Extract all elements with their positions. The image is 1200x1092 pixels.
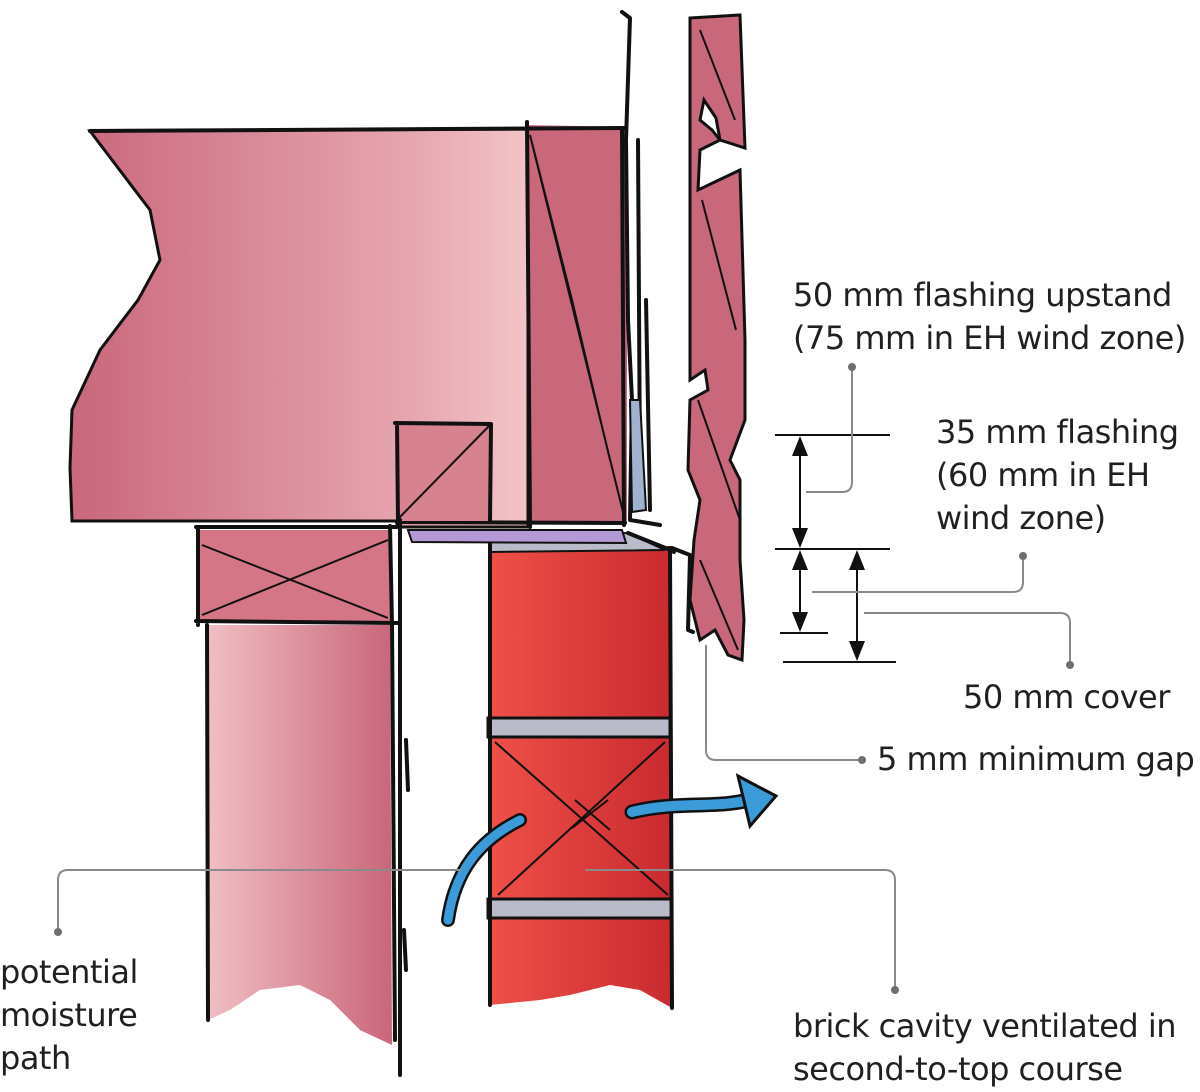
label-line: second-to-top course — [793, 1050, 1123, 1088]
label-line: (75 mm in EH wind zone) — [793, 319, 1186, 357]
label-line: 35 mm flashing — [936, 413, 1179, 451]
label-gap: 5 mm minimum gap — [877, 738, 1195, 781]
label-line: 5 mm minimum gap — [877, 740, 1195, 778]
label-line: wind zone) — [936, 499, 1106, 537]
label-line: path — [0, 1039, 71, 1077]
label-line: moisture — [0, 996, 138, 1034]
dimension-markers — [775, 434, 896, 663]
label-line: brick cavity ventilated in — [793, 1007, 1177, 1045]
weatherboard-cladding — [686, 13, 747, 663]
label-line: (60 mm in EH — [936, 456, 1150, 494]
wall-stud — [207, 625, 392, 1045]
label-line: 50 mm flashing upstand — [793, 276, 1172, 314]
label-flashing-upstand: 50 mm flashing upstand (75 mm in EH wind… — [793, 274, 1186, 360]
flashing — [406, 529, 628, 545]
label-cover: 50 mm cover — [963, 676, 1170, 719]
mortar-joint-2 — [486, 897, 674, 920]
mortar-joint-1 — [486, 716, 672, 739]
leader-lines — [54, 363, 1074, 994]
brick-veneer — [490, 546, 672, 1008]
label-moisture-path: potential moisture path — [0, 951, 138, 1080]
label-line: 50 mm cover — [963, 678, 1170, 716]
label-brick-cavity: brick cavity ventilated in second-to-top… — [793, 1005, 1177, 1091]
label-line: potential — [0, 953, 138, 991]
flashing-upstand — [628, 399, 648, 514]
label-flashing: 35 mm flashing (60 mm in EH wind zone) — [936, 411, 1179, 540]
